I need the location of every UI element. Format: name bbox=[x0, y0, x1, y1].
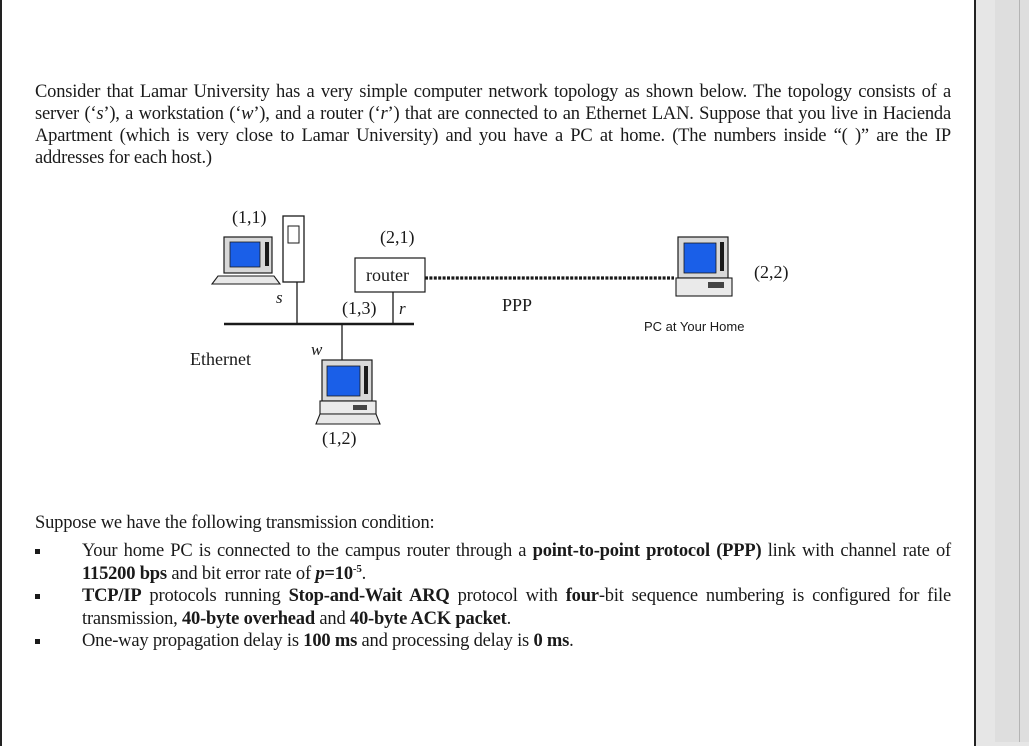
network-topology-diagram: (1,1) (2,1) router (1,3) r s w (1,2) Eth… bbox=[182, 198, 822, 458]
intro-text-3: ’), and a router (‘ bbox=[253, 104, 380, 124]
condition-text: link with channel rate of bbox=[761, 541, 951, 561]
condition-emphasis: 40-byte overhead bbox=[182, 609, 315, 629]
server-tag-label: s bbox=[276, 288, 283, 307]
condition-item: One-way propagation delay is 100 ms and … bbox=[35, 630, 951, 653]
home-pc-label: PC at Your Home bbox=[644, 319, 744, 334]
router-symbol: r bbox=[381, 104, 388, 124]
workstation-address-label: (1,2) bbox=[322, 428, 357, 449]
condition-item: TCP/IP protocols running Stop-and-Wait A… bbox=[35, 585, 951, 630]
workstation-symbol: w bbox=[241, 104, 253, 124]
condition-exponent: -5 bbox=[353, 562, 362, 574]
condition-text: and bit error rate of bbox=[167, 564, 315, 584]
condition-text: Your home PC is connected to the campus … bbox=[82, 541, 533, 561]
condition-text: and bbox=[315, 609, 350, 629]
condition-emphasis: TCP/IP bbox=[82, 586, 141, 606]
condition-text: protocols running bbox=[141, 586, 288, 606]
condition-text: . bbox=[507, 609, 511, 629]
home-pc-screen bbox=[684, 243, 716, 273]
condition-text: . bbox=[362, 564, 366, 584]
workstation-tag-label: w bbox=[311, 340, 323, 359]
condition-text: One-way propagation delay is bbox=[82, 631, 303, 651]
conditions-list: Your home PC is connected to the campus … bbox=[35, 540, 951, 653]
ethernet-label: Ethernet bbox=[190, 349, 251, 369]
intro-paragraph: Consider that Lamar University has a ver… bbox=[35, 81, 951, 169]
router-label: router bbox=[366, 265, 409, 285]
condition-text: . bbox=[569, 631, 573, 651]
condition-emphasis: 40-byte ACK packet bbox=[350, 609, 507, 629]
server-screen bbox=[230, 242, 260, 267]
home-address-label: (2,2) bbox=[754, 262, 789, 283]
router-top-address-label: (2,1) bbox=[380, 227, 415, 248]
scrollbar-track[interactable] bbox=[995, 0, 1029, 742]
router-tag-label: r bbox=[399, 299, 406, 318]
home-pc bbox=[676, 237, 732, 296]
server-tower bbox=[283, 216, 304, 282]
conditions-intro: Suppose we have the following transmissi… bbox=[35, 512, 951, 534]
bullet-marker bbox=[35, 639, 40, 644]
condition-emphasis: =10 bbox=[324, 564, 352, 584]
condition-emphasis: Stop-and-Wait ARQ bbox=[289, 586, 450, 606]
router-lan-address-label: (1,3) bbox=[342, 298, 377, 319]
condition-emphasis: four bbox=[566, 586, 599, 606]
bullet-marker bbox=[35, 549, 40, 554]
intro-text-2: ’), a workstation (‘ bbox=[103, 104, 241, 124]
condition-emphasis: 100 ms bbox=[303, 631, 357, 651]
ppp-label: PPP bbox=[502, 295, 532, 315]
server-address-label: (1,1) bbox=[232, 207, 267, 228]
server-monitor bbox=[212, 237, 280, 284]
scrollbar-divider bbox=[1019, 0, 1020, 742]
condition-text: and processing delay is bbox=[357, 631, 533, 651]
workstation-computer bbox=[316, 360, 380, 424]
condition-text: protocol with bbox=[450, 586, 566, 606]
condition-emphasis: 115200 bps bbox=[82, 564, 167, 584]
document-page: Consider that Lamar University has a ver… bbox=[0, 0, 976, 746]
condition-emphasis: 0 ms bbox=[533, 631, 569, 651]
condition-item: Your home PC is connected to the campus … bbox=[35, 540, 951, 585]
workstation-screen bbox=[327, 366, 360, 396]
condition-emphasis: point-to-point protocol (PPP) bbox=[533, 541, 762, 561]
bullet-marker bbox=[35, 594, 40, 599]
